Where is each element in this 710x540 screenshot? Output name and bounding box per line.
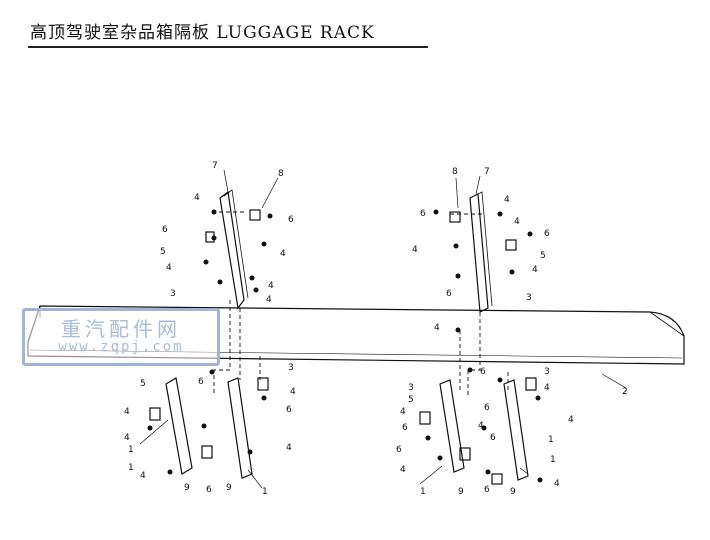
- callout-4: 4: [166, 263, 172, 273]
- callout-6: 6: [288, 215, 294, 225]
- callout-4: 4: [124, 407, 130, 417]
- upper-left-bracket: [219, 190, 245, 310]
- upper-right-bracket: [469, 193, 489, 313]
- callout-7-upper-left: 7: [212, 161, 218, 171]
- lower-left-panel-b: [227, 377, 253, 479]
- callout-6: 6: [484, 403, 490, 413]
- callout-6: 6: [490, 433, 496, 443]
- callout-5: 5: [540, 251, 546, 261]
- callout-6: 6: [420, 209, 426, 219]
- callout-9: 9: [226, 483, 232, 493]
- callout-6: 6: [162, 225, 168, 235]
- callout-3: 3: [408, 383, 414, 393]
- callout-3: 3: [170, 289, 176, 299]
- callout-6: 6: [206, 485, 212, 495]
- callout-4: 4: [412, 245, 418, 255]
- callout-4: 4: [568, 415, 574, 425]
- callout-2-rack-board: 2: [622, 387, 628, 397]
- callout-5: 5: [408, 395, 414, 405]
- watermark-logo: 重汽配件网 www.zqpj.com: [22, 308, 220, 366]
- callout-4: 4: [124, 433, 130, 443]
- callout-1: 1: [128, 445, 134, 455]
- callout-4: 4: [140, 471, 146, 481]
- lower-right-panel-a: [439, 379, 465, 473]
- callout-4: 4: [266, 295, 272, 305]
- callout-3: 3: [544, 367, 550, 377]
- callout-labels: 7 8 4 6 6 5 4 4 4 3 4 8 7 4 6 4 6 4 5 4 …: [124, 161, 628, 497]
- callout-4: 4: [268, 281, 274, 291]
- callout-5: 5: [140, 379, 146, 389]
- callout-6: 6: [446, 289, 452, 299]
- callout-4: 4: [400, 465, 406, 475]
- lower-right-panel-b: [503, 379, 529, 481]
- callout-1: 1: [548, 435, 554, 445]
- callout-6: 6: [480, 367, 486, 377]
- callout-6: 6: [484, 485, 490, 495]
- lower-left-panel-a: [165, 377, 193, 475]
- callout-6: 6: [198, 377, 204, 387]
- diagram-title: 高顶驾驶室杂品箱隔板 LUGGAGE RACK: [30, 23, 375, 43]
- callout-4: 4: [532, 265, 538, 275]
- callout-1: 1: [550, 455, 556, 465]
- callout-4: 4: [478, 421, 484, 431]
- callout-6: 6: [396, 445, 402, 455]
- callout-4: 4: [280, 249, 286, 259]
- callout-3: 3: [526, 293, 532, 303]
- callout-4: 4: [544, 383, 550, 393]
- callout-9: 9: [510, 487, 516, 497]
- callout-4: 4: [504, 195, 510, 205]
- callout-4: 4: [554, 479, 560, 489]
- watermark-brand-text: 重汽配件网: [61, 317, 181, 341]
- callout-4: 4: [290, 387, 296, 397]
- callout-4: 4: [400, 407, 406, 417]
- callout-8-upper-right: 8: [452, 167, 458, 177]
- watermark-url-text: www.zqpj.com: [58, 339, 184, 355]
- callout-9: 9: [184, 483, 190, 493]
- callout-6: 6: [286, 405, 292, 415]
- callout-3: 3: [288, 363, 294, 373]
- title-underline: [28, 46, 428, 48]
- callout-5: 5: [160, 247, 166, 257]
- callout-1: 1: [262, 487, 268, 497]
- callout-4: 4: [434, 323, 440, 333]
- callout-1: 1: [420, 487, 426, 497]
- callout-7-upper-right: 7: [484, 167, 490, 177]
- callout-4: 4: [194, 193, 200, 203]
- callout-6: 6: [402, 423, 408, 433]
- callout-6: 6: [544, 229, 550, 239]
- callout-4: 4: [514, 217, 520, 227]
- callout-4: 4: [286, 443, 292, 453]
- callout-1: 1: [128, 463, 134, 473]
- callout-8-upper-left: 8: [278, 169, 284, 179]
- callout-9: 9: [458, 487, 464, 497]
